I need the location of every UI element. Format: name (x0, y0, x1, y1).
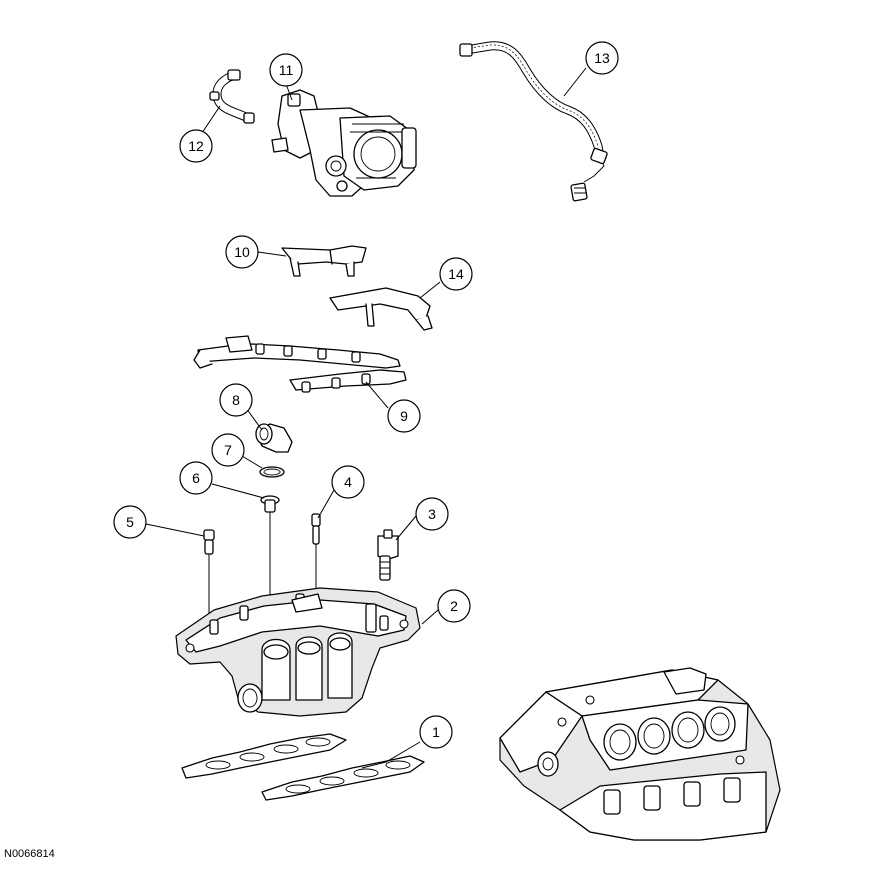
part-10-bracket (281, 245, 367, 277)
callout-14-label: 14 (448, 266, 464, 282)
callout-9-label: 9 (400, 408, 408, 424)
callout-1-label: 1 (432, 724, 440, 740)
part-12-hose (209, 69, 255, 124)
part-13-braided-hose (459, 41, 608, 202)
callout-12-label: 12 (188, 138, 204, 154)
engine-block (499, 667, 781, 841)
callout-1: 1 (419, 715, 453, 749)
part-5-sensor (203, 529, 215, 618)
part-9-fuel-rail (193, 335, 407, 393)
part-2-intake-manifold (175, 587, 421, 717)
callout-2-label: 2 (450, 598, 458, 614)
callout-4: 4 (331, 465, 365, 499)
callout-5-label: 5 (126, 514, 134, 530)
part-14-cover-bracket (329, 287, 433, 331)
callout-11-label: 11 (279, 62, 294, 78)
callout-7: 7 (211, 433, 245, 467)
part-8-water-outlet (255, 423, 293, 453)
callout-9: 9 (387, 399, 421, 433)
callout-11: 11 (269, 53, 303, 87)
callout-6: 6 (179, 461, 213, 495)
callout-13-label: 13 (594, 50, 610, 66)
callout-10: 10 (225, 235, 259, 269)
part-11-throttle-body (271, 89, 417, 197)
callout-14: 14 (439, 257, 473, 291)
callout-6-label: 6 (192, 470, 200, 486)
callout-3-label: 3 (428, 506, 436, 522)
callout-8: 8 (219, 383, 253, 417)
part-1-intake-gaskets (181, 733, 425, 801)
callout-3: 3 (415, 497, 449, 531)
callout-2: 2 (437, 589, 471, 623)
callout-5: 5 (113, 505, 147, 539)
callout-12: 12 (179, 129, 213, 163)
callout-7-label: 7 (224, 442, 232, 458)
callout-4-label: 4 (344, 474, 352, 490)
callout-10-label: 10 (234, 244, 250, 260)
reference-code: N0066814 (4, 848, 55, 860)
leader-lines (145, 67, 587, 769)
part-3-sensor (377, 529, 399, 581)
part-4-sensor (311, 513, 321, 612)
callout-13: 13 (585, 41, 619, 75)
part-7-o-ring (259, 466, 285, 478)
callout-8-label: 8 (232, 392, 240, 408)
